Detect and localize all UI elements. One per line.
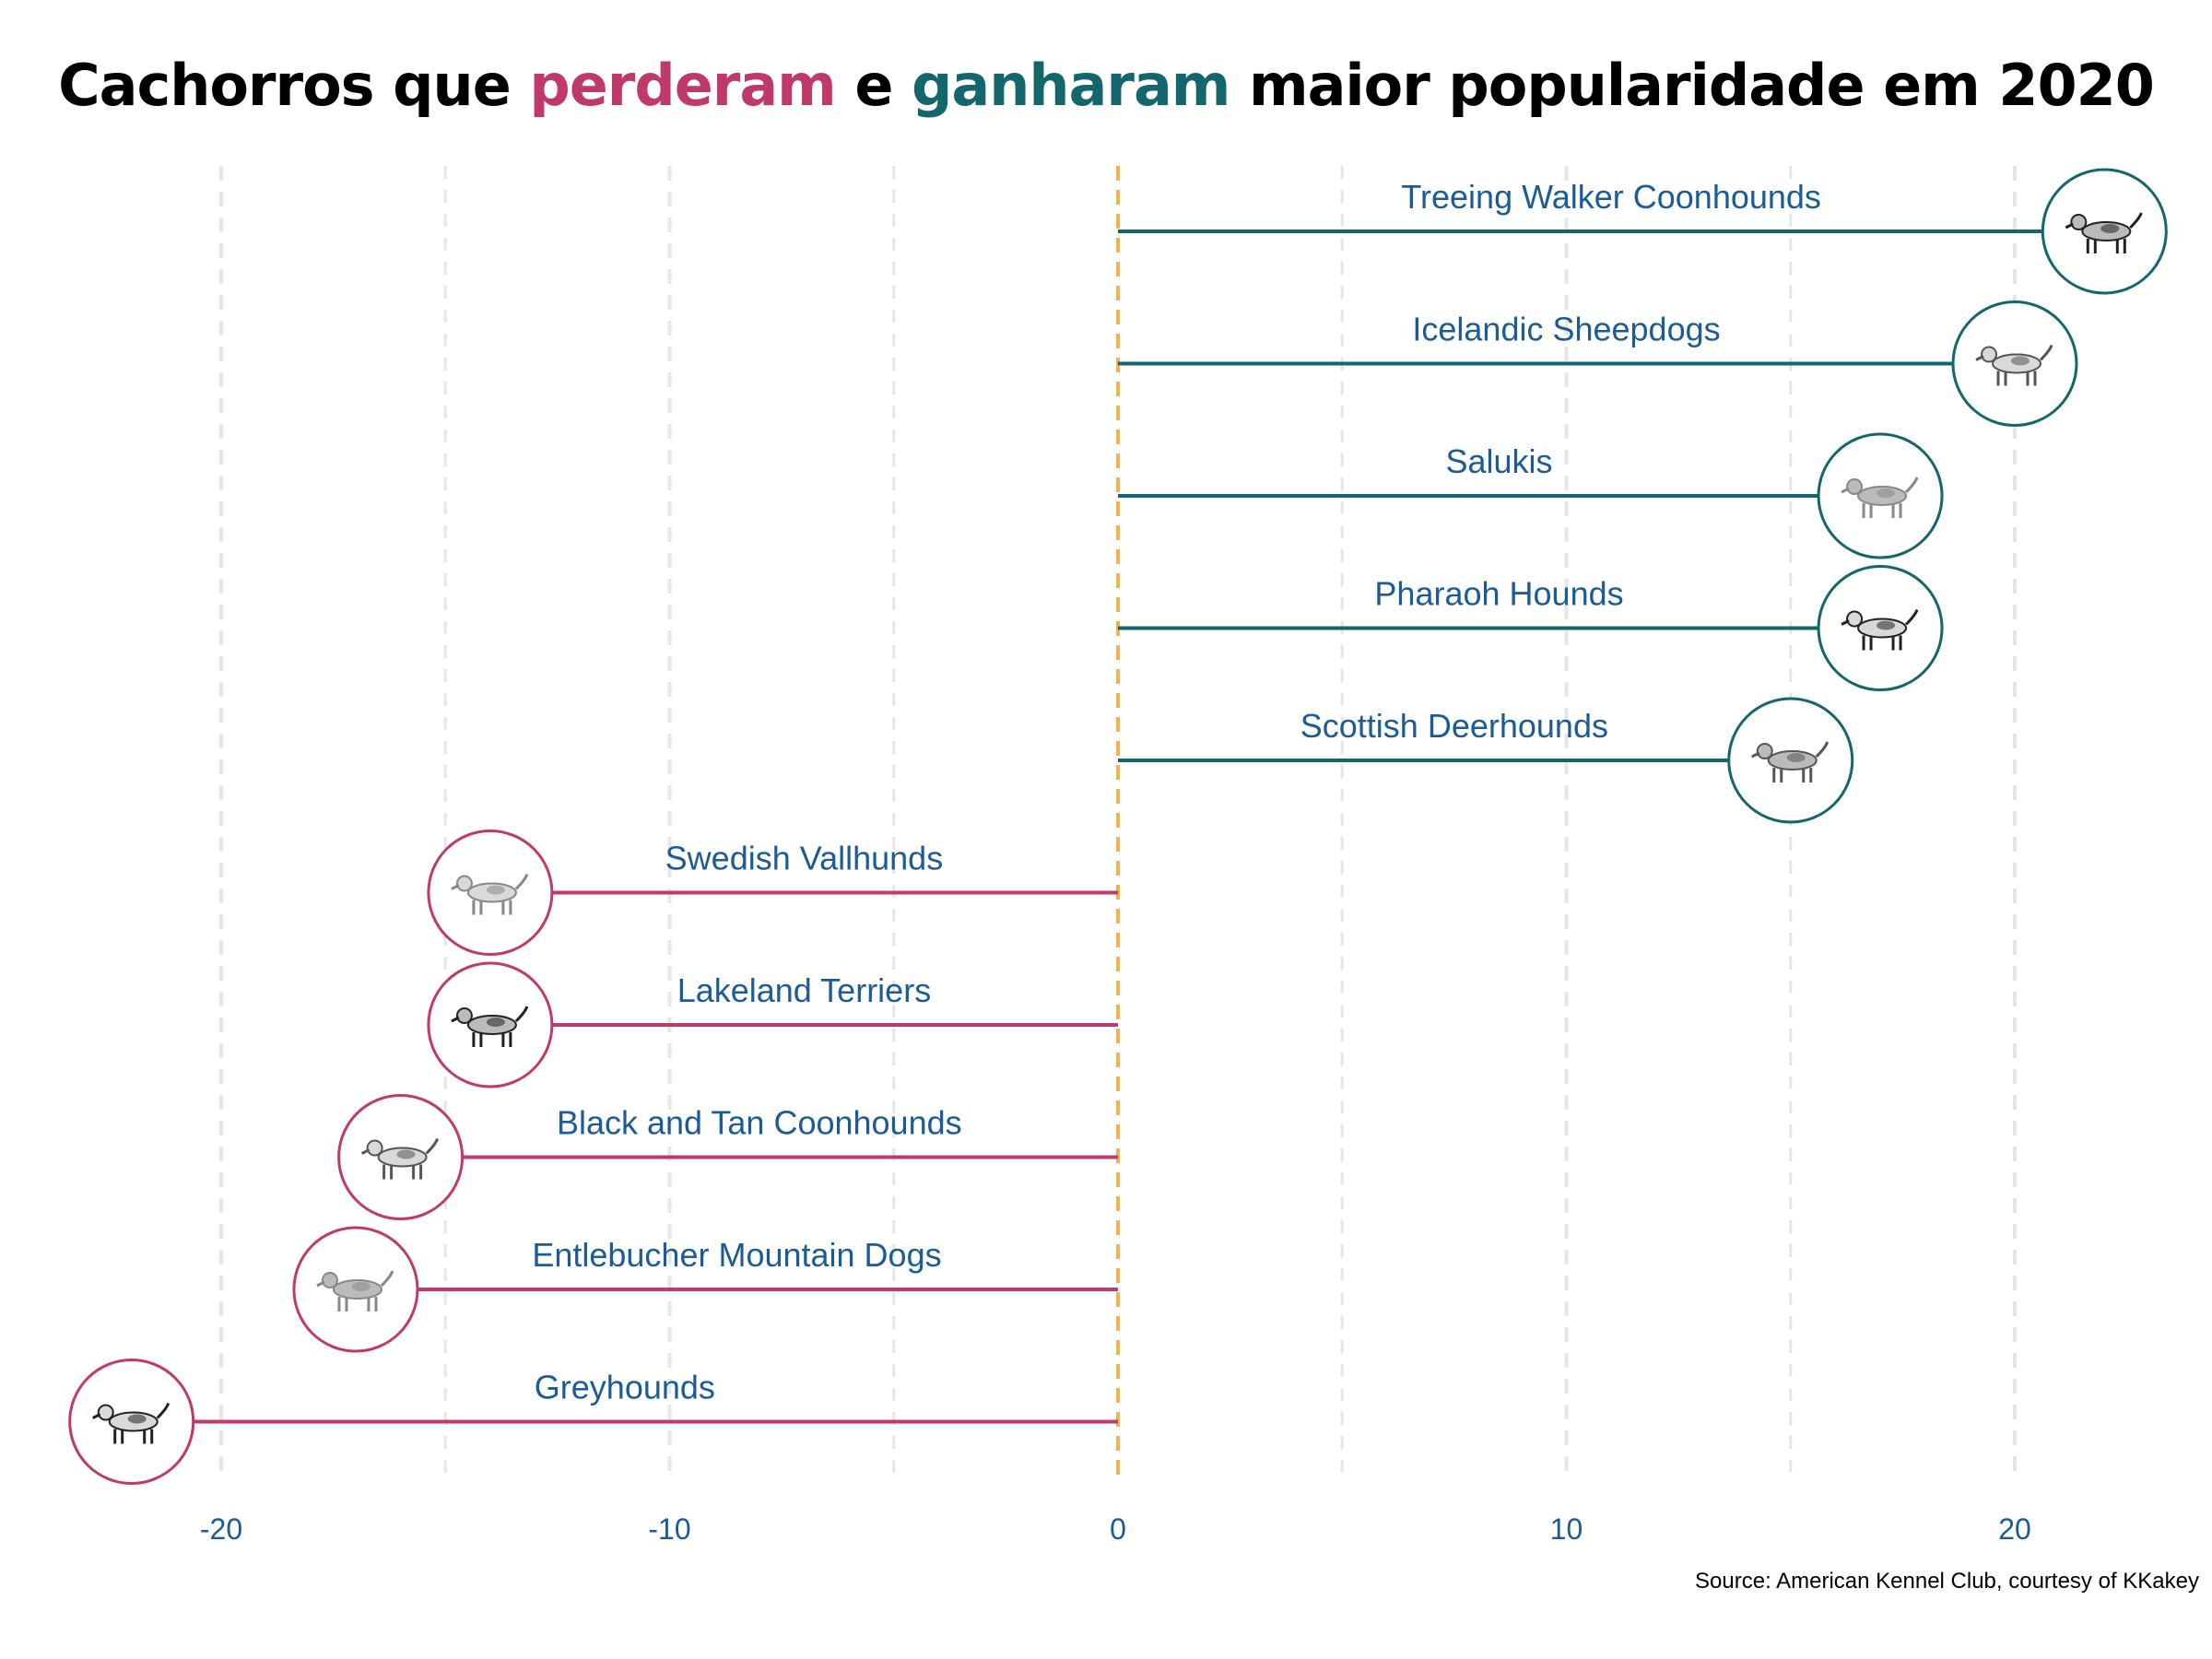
category-label: Swedish Vallhunds — [665, 840, 944, 877]
category-label: Salukis — [1445, 442, 1552, 480]
dog-tail — [380, 1270, 394, 1288]
category-label: Greyhounds — [535, 1369, 715, 1406]
dog-head — [455, 1007, 473, 1024]
category-label: Entlebucher Mountain Dogs — [532, 1236, 941, 1274]
dog-marking — [127, 1414, 147, 1424]
x-tick-label: 10 — [1550, 1512, 1583, 1546]
dog-tail — [425, 1137, 440, 1155]
x-tick-label: 0 — [1110, 1512, 1126, 1546]
lollipop-1: Treeing Walker Coonhounds — [1118, 168, 2168, 295]
dog-snout — [2065, 222, 2074, 229]
lollipop-5: Scottish Deerhounds — [1118, 697, 1854, 824]
dog-tail — [2039, 344, 2053, 361]
dog-tail — [1904, 608, 1919, 626]
category-label: Icelandic Sheepdogs — [1412, 311, 1720, 348]
dog-marking — [351, 1282, 371, 1291]
dog-tail — [2129, 212, 2143, 229]
lollipop-2: Icelandic Sheepdogs — [1118, 300, 2078, 427]
dog-snout — [451, 1016, 460, 1023]
dog-tail — [514, 873, 529, 890]
dog-head — [1846, 478, 1864, 495]
dog-head — [2070, 214, 2088, 230]
source-note: Source: American Kennel Club, courtesy o… — [1695, 1569, 2199, 1594]
lollipop-10: Greyhounds — [68, 1359, 1118, 1485]
category-label: Pharaoh Hounds — [1374, 575, 1623, 613]
dog-head — [321, 1272, 338, 1288]
dog-marking — [486, 885, 505, 895]
dog-head — [97, 1404, 114, 1421]
dog-marking — [486, 1018, 505, 1027]
dog-icon — [1751, 741, 1830, 782]
dog-snout — [1975, 355, 1984, 361]
dog-icon — [451, 873, 529, 915]
title-part-1: Cachorros que — [58, 52, 530, 119]
dog-marking — [396, 1149, 416, 1159]
dog-tail — [514, 1006, 529, 1023]
category-label: Scottish Deerhounds — [1300, 707, 1608, 745]
chart-title: Cachorros que perderam e ganharam maior … — [0, 52, 2212, 119]
dog-tail — [156, 1402, 171, 1419]
dog-icon — [1975, 344, 2053, 386]
x-axis-ticks: -20 -10 0 10 20 — [200, 1512, 2031, 1546]
category-label: Black and Tan Coonhounds — [557, 1104, 962, 1142]
dog-icon — [92, 1402, 171, 1444]
lollipop-7: Lakeland Terriers — [427, 961, 1118, 1088]
dog-icon — [316, 1270, 394, 1312]
dog-head — [455, 875, 473, 892]
dog-marking — [1877, 488, 1896, 498]
title-gained-word: ganharam — [912, 52, 1230, 119]
dog-icon — [1841, 608, 1919, 651]
dog-head — [1756, 743, 1773, 759]
dog-head — [366, 1139, 383, 1157]
dog-snout — [316, 1280, 325, 1288]
dog-snout — [92, 1413, 101, 1419]
x-tick-label: -20 — [200, 1512, 242, 1546]
dog-marking — [2100, 224, 2120, 233]
dog-snout — [451, 884, 460, 890]
dog-snout — [360, 1148, 371, 1155]
lollipop-4: Pharaoh Hounds — [1118, 565, 1944, 691]
title-lost-word: perderam — [529, 52, 836, 119]
category-label: Treeing Walker Coonhounds — [1401, 178, 1821, 216]
dog-tail — [1815, 741, 1830, 759]
dog-marking — [2011, 356, 2030, 366]
category-label: Lakeland Terriers — [677, 971, 931, 1009]
dog-snout — [1841, 619, 1850, 626]
x-tick-label: -10 — [648, 1512, 690, 1546]
title-part-2: e — [835, 52, 912, 119]
lollipop-3: Salukis — [1118, 432, 1944, 559]
dog-snout — [1751, 751, 1760, 759]
dog-icon — [2065, 212, 2143, 253]
dog-head — [1981, 346, 1997, 363]
lollipop-6: Swedish Vallhunds — [427, 830, 1118, 956]
title-part-3: maior popularidade em 2020 — [1230, 52, 2155, 119]
dog-tail — [1904, 477, 1919, 494]
lollipop-9: Entlebucher Mountain Dogs — [292, 1226, 1118, 1353]
x-tick-label: 20 — [1998, 1512, 2031, 1546]
dog-icon — [360, 1137, 440, 1180]
dog-head — [1846, 610, 1864, 628]
dog-icon — [451, 1006, 529, 1047]
dog-snout — [1841, 487, 1850, 494]
dog-icon — [1841, 477, 1919, 518]
lollipop-8: Black and Tan Coonhounds — [337, 1094, 1118, 1220]
dog-marking — [1786, 753, 1806, 762]
dog-marking — [1877, 620, 1896, 630]
